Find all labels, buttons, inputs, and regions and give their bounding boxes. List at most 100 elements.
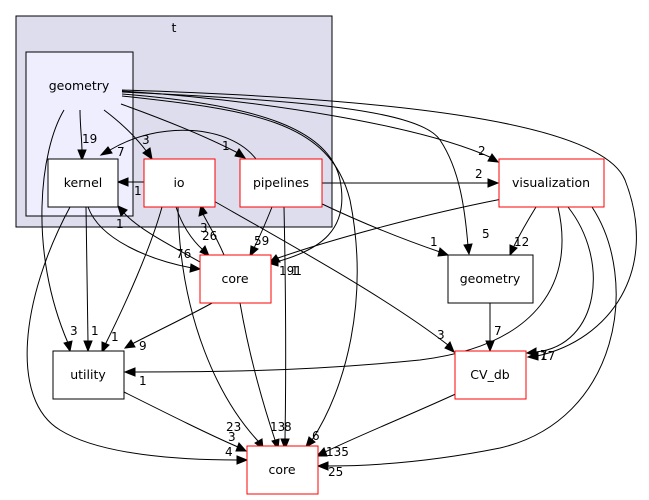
node-core-t[interactable]: core (199, 254, 272, 304)
edge-io-coreext: 23 (177, 206, 264, 451)
node-pipelines[interactable]: pipelines (239, 158, 323, 208)
edge-geometry-visualization: 2 (121, 90, 500, 163)
edge-geometry-geometry: 5 (121, 91, 490, 256)
edge-geometry-cvdb-label: 7 (540, 348, 548, 362)
node-kernel-box[interactable] (47, 158, 119, 208)
edge-visualization-cvdb-label: 17 (540, 349, 555, 363)
node-geometry-ext[interactable]: geometry (447, 254, 534, 304)
edge-kernel-utility-arrow (83, 340, 93, 353)
node-cv-db-box[interactable] (454, 350, 527, 400)
edge-io-kernel-arrow (116, 177, 129, 187)
edge-visualization-coreext-path (326, 206, 617, 467)
edge-core-coreext-path (239, 302, 276, 441)
edge-visualization-geometry-label: 12 (514, 235, 529, 249)
edge-pipelines-visualization-label: 2 (475, 167, 483, 181)
edge-geometry-ext-cvdb: 7 (485, 302, 502, 353)
edge-core-utility-arrow (123, 339, 136, 349)
edge-geometry-pipelines: 1 (120, 103, 247, 159)
cluster-geometry-label[interactable]: geometry (49, 78, 110, 93)
node-utility-label[interactable]: utility (70, 367, 106, 382)
node-pipelines-box[interactable] (239, 158, 323, 208)
edge-io-kernel-label: 1 (134, 184, 142, 198)
edge-core-utility: 9 (123, 301, 215, 353)
edge-geometry-coreext-label: 6 (312, 429, 320, 443)
edge-core-io-arrow (198, 203, 208, 217)
edge-visualization-coreext-label: 25 (328, 465, 343, 479)
edge-geometry-coreext: 6 (121, 95, 358, 449)
node-cv-db-label[interactable]: CV_db (470, 367, 509, 382)
node-core-t-label[interactable]: core (221, 271, 248, 286)
edge-utility-coreext: 3 (123, 391, 248, 452)
node-io-label[interactable]: io (173, 175, 184, 190)
edge-visualization-coreext: 25 (316, 206, 617, 479)
node-io[interactable]: io (143, 158, 216, 208)
edge-visualization-utility: 1 (123, 206, 563, 388)
node-visualization-label[interactable]: visualization (512, 175, 590, 190)
edge-visualization-utility-path (133, 206, 563, 373)
edge-geometry-geometry-arrow (463, 243, 473, 256)
edge-geometry-kernel-label: 19 (82, 132, 97, 146)
edge-pipelines-visualization: 2 (322, 167, 500, 188)
node-kernel-label[interactable]: kernel (64, 175, 103, 190)
edge-pipelines-core-arrow (249, 245, 259, 258)
edge-kernel-utility-path (85, 206, 89, 343)
edge-utility-coreext-path (123, 391, 239, 448)
edge-kernel-core-label: 1 (116, 217, 124, 231)
edge-pipelines-kernel-path (109, 129, 257, 160)
node-utility[interactable]: utility (52, 350, 125, 400)
edge-visualization-coreext-arrow (316, 461, 329, 471)
node-geometry-ext-label[interactable]: geometry (460, 271, 521, 286)
edge-visualization-utility-label: 1 (139, 374, 147, 388)
edge-cvdb-coreext-arrow (315, 447, 328, 457)
edge-visualization-cvdb-path (535, 206, 594, 353)
edge-core-kernel-label: 76 (176, 247, 191, 261)
edges: 19 3 1 2 5 3 (26, 89, 637, 479)
node-kernel[interactable]: kernel (47, 158, 119, 208)
edge-visualization-core-path (277, 198, 503, 259)
node-geometry-ext-box[interactable] (447, 254, 534, 304)
edge-core-kernel-arrow (117, 205, 128, 217)
node-core-t-box[interactable] (199, 254, 272, 304)
edge-geometry-visualization-arrow (487, 153, 500, 163)
edge-io-kernel: 1 (116, 177, 144, 198)
edge-geometry-kernel: 19 (77, 109, 97, 162)
edge-core-io-path (202, 213, 225, 256)
edge-pipelines-coreext-label: 8 (284, 420, 292, 434)
edge-geometry-io-path (103, 109, 148, 153)
node-core-ext-label[interactable]: core (268, 462, 295, 477)
node-visualization[interactable]: visualization (498, 158, 605, 208)
edge-pipelines-kernel-arrow (99, 146, 113, 156)
edge-kernel-utility-label: 1 (91, 324, 99, 338)
edge-cvdb-coreext: 135 (315, 391, 461, 459)
edge-kernel-core-path (87, 206, 193, 269)
edge-io-core-label: 3 (200, 221, 208, 235)
edge-pipelines-kernel-label: 7 (117, 145, 125, 159)
edge-visualization-geometry-arrow (509, 244, 518, 257)
edge-core-io: 26 (198, 203, 225, 256)
edge-io-utility: 1 (101, 206, 163, 354)
node-pipelines-label[interactable]: pipelines (253, 175, 309, 190)
edge-pipelines-geometry-path (319, 202, 441, 253)
nodes: kernel io pipelines core visualization g… (47, 158, 605, 495)
edge-visualization-utility-arrow (123, 367, 136, 377)
edge-visualization-core-label: 1 (291, 264, 299, 278)
edge-geometry-utility: 3 (41, 109, 78, 353)
node-core-ext-box[interactable] (246, 445, 319, 495)
node-core-ext[interactable]: core (246, 445, 319, 495)
edge-visualization-cvdb-arrow (525, 347, 537, 357)
edge-core-utility-label: 9 (139, 339, 147, 353)
node-utility-box[interactable] (52, 350, 125, 400)
node-visualization-box[interactable] (498, 158, 605, 208)
node-io-box[interactable] (143, 158, 216, 208)
edge-geometry-pipelines-label: 1 (222, 139, 230, 153)
edge-geometry-ext-cvdb-label: 7 (494, 324, 502, 338)
edge-kernel-coreext-arrow (236, 455, 249, 465)
edge-core-utility-path (131, 301, 215, 345)
edge-pipelines-geometry: 1 (319, 202, 450, 257)
node-cv-db[interactable]: CV_db (454, 350, 527, 400)
edge-geometry-coreext-path (121, 95, 358, 441)
cluster-t-label: t (172, 20, 177, 35)
edge-visualization-geometry-path (513, 206, 537, 247)
edge-geometry-cvdb-path (121, 89, 637, 357)
